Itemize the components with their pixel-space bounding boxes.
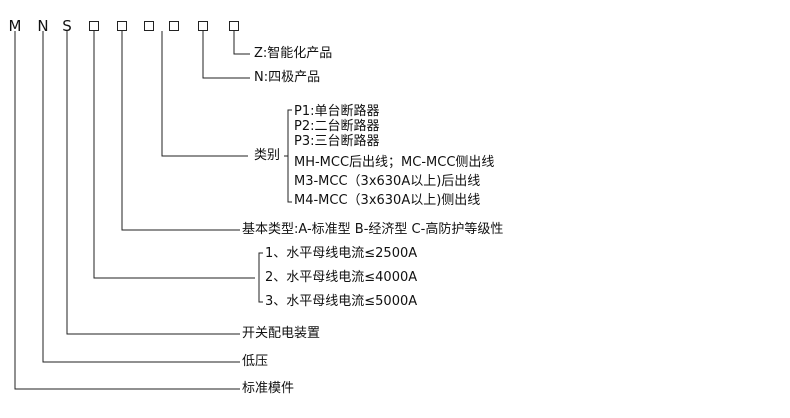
connector-switchgear — [66, 31, 240, 335]
slot-box-category-2 — [169, 21, 179, 31]
category-item-p1: P1:单台断路器 — [294, 104, 380, 119]
category-item-m3: M3-MCC（3x630A以上)后出线 — [294, 174, 481, 189]
connector-basic-type — [121, 31, 240, 231]
category-item-m4: M4-MCC（3x630A以上)侧出线 — [294, 193, 481, 208]
category-brace — [287, 109, 292, 203]
connector-category — [161, 31, 248, 157]
busbar-item-3: 3、水平母线电流≤5000A — [265, 294, 418, 309]
busbar-item-2: 2、水平母线电流≤4000A — [265, 270, 418, 285]
busbar-item-1: 1、水平母线电流≤2500A — [265, 246, 418, 261]
category-item-mh-mc: MH-MCC后出线；MC-MCC侧出线 — [294, 155, 495, 170]
label-basic-type: 基本类型:A-标准型 B-经济型 C-高防护等级性 — [242, 222, 504, 237]
slot-box-basic-type — [117, 21, 127, 31]
connector-low-voltage — [42, 31, 240, 363]
category-item-p2: P2:二台断路器 — [294, 119, 380, 134]
label-category-title: 类别 — [254, 148, 281, 163]
category-item-p3: P3:三台断路器 — [294, 134, 380, 149]
code-letter-n: N — [37, 17, 49, 35]
code-letter-m: M — [8, 17, 22, 35]
connector-n — [202, 31, 250, 79]
connector-z — [233, 31, 250, 55]
label-low-voltage: 低压 — [242, 354, 269, 369]
slot-box-z — [229, 21, 239, 31]
label-standard-module: 标准模件 — [242, 381, 295, 396]
connector-busbar — [93, 31, 255, 279]
slot-box-n — [198, 21, 208, 31]
busbar-brace — [258, 252, 263, 303]
label-z-intelligent: Z:智能化产品 — [254, 46, 333, 61]
slot-box-category-1 — [144, 21, 154, 31]
label-n-four-pole: N:四极产品 — [254, 70, 321, 85]
label-switchgear: 开关配电装置 — [242, 326, 321, 341]
slot-box-busbar — [89, 21, 99, 31]
code-letter-s: S — [62, 17, 72, 35]
connector-standard-module — [14, 31, 240, 390]
